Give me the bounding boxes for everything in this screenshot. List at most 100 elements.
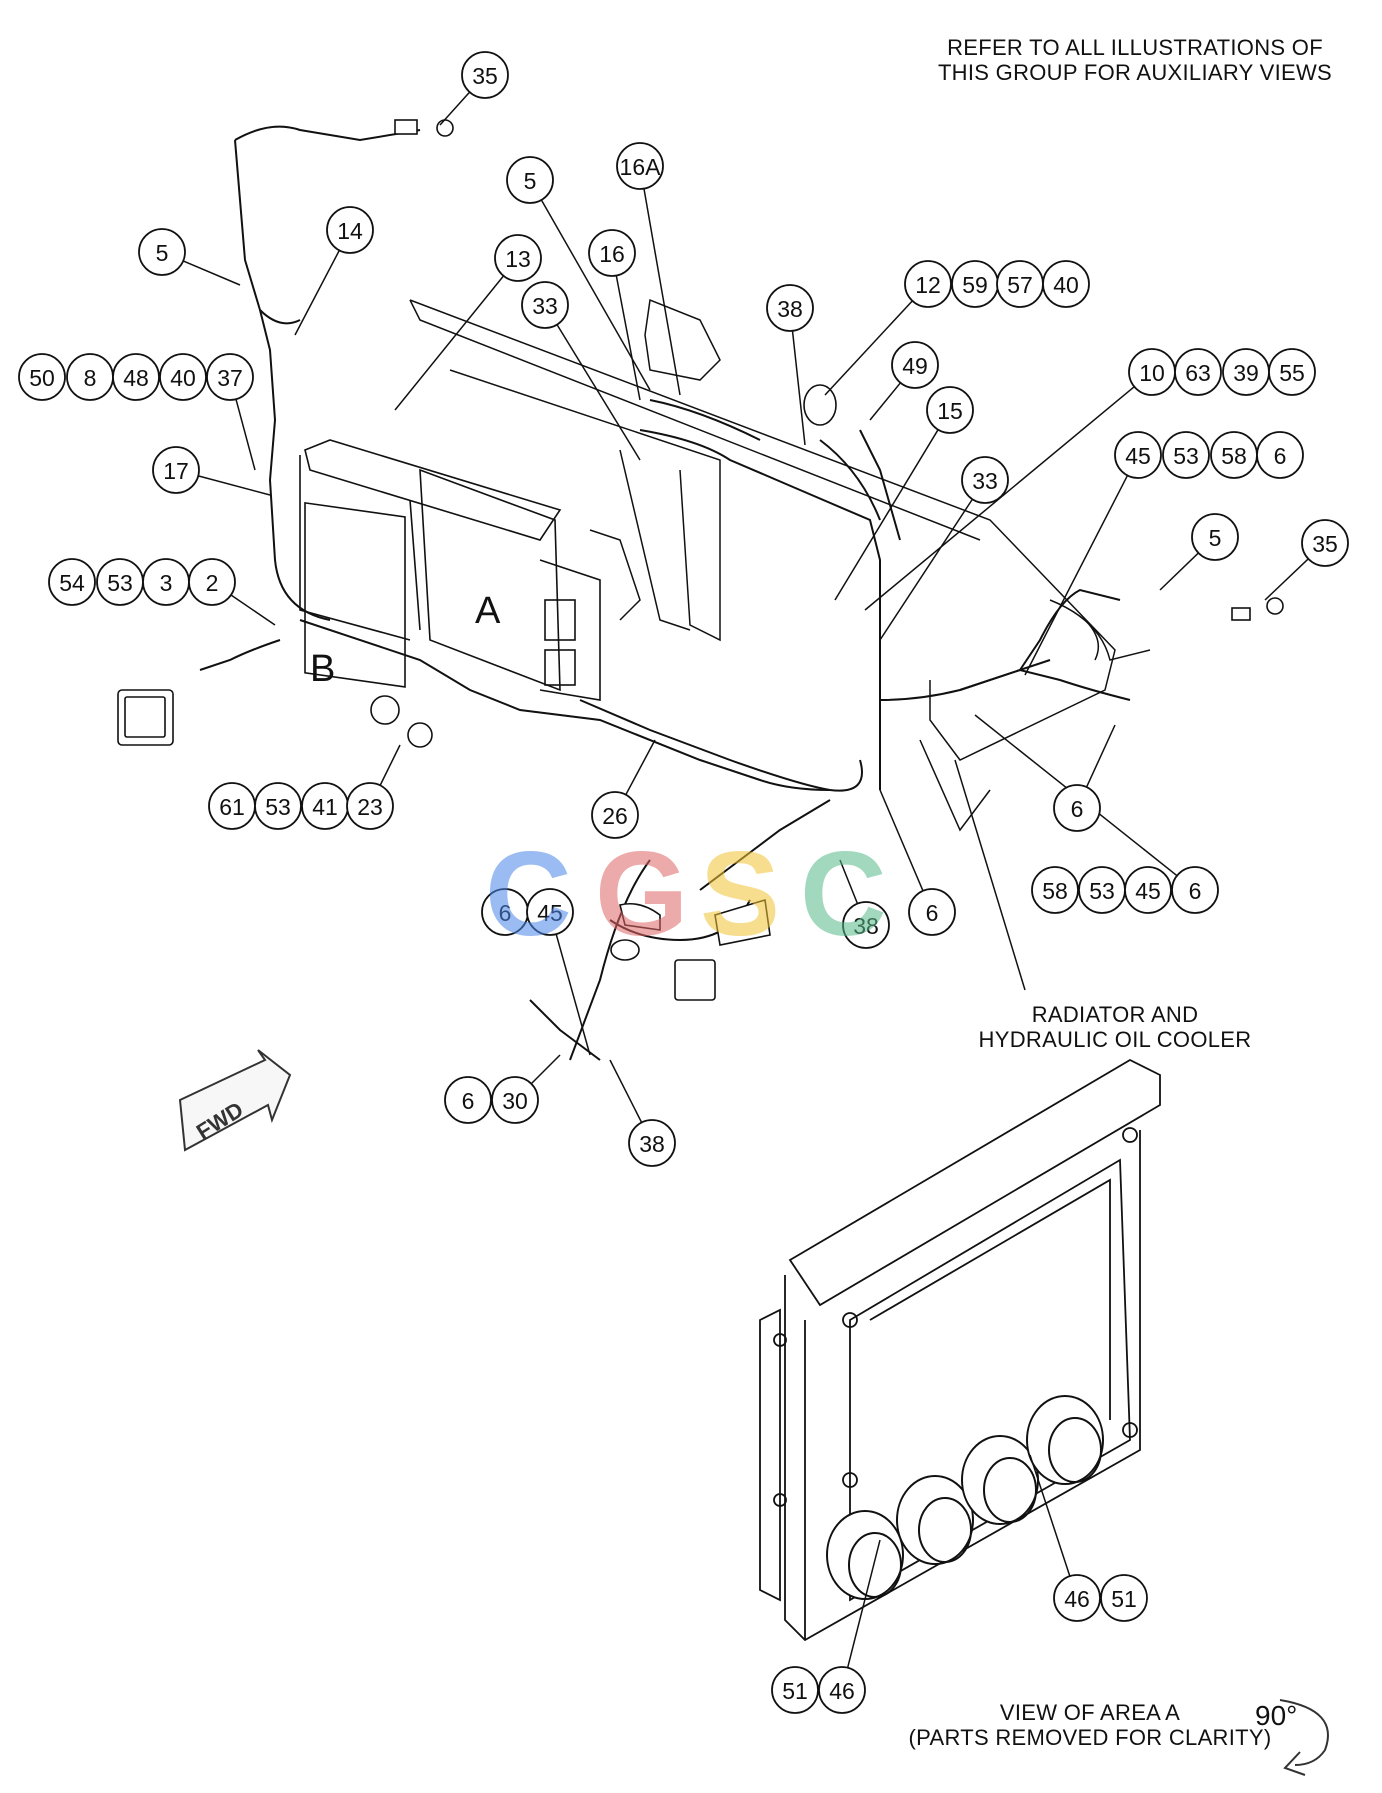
callout-c11: 59 bbox=[951, 260, 999, 308]
leader-line-c41 bbox=[625, 739, 656, 796]
callout-number-c30: 40 bbox=[170, 365, 196, 391]
view-area-note: VIEW OF AREA A (PARTS REMOVED FOR CLARIT… bbox=[870, 1700, 1310, 1750]
leader-line-c20 bbox=[1024, 475, 1129, 676]
callout-c42: 6 bbox=[1053, 784, 1101, 832]
callout-c35: 3 bbox=[142, 558, 190, 606]
callout-balloon-c30 bbox=[159, 353, 207, 401]
callout-c31: 37 bbox=[206, 353, 254, 401]
callout-c48: 38 bbox=[842, 901, 890, 949]
callout-balloon-c10 bbox=[904, 260, 952, 308]
callout-number-c38: 53 bbox=[265, 794, 291, 820]
callout-c25: 5 bbox=[1191, 513, 1239, 561]
callout-number-c54: 46 bbox=[1064, 1586, 1090, 1612]
leader-line-c03 bbox=[294, 250, 340, 336]
callout-c46: 6 bbox=[1171, 866, 1219, 914]
callout-number-c52: 30 bbox=[502, 1088, 528, 1114]
callout-c23: 6 bbox=[1256, 431, 1304, 479]
callout-number-c44: 53 bbox=[1089, 878, 1115, 904]
radiator-note: RADIATOR AND HYDRAULIC OIL COOLER bbox=[955, 1002, 1275, 1052]
callout-balloon-c27 bbox=[18, 353, 66, 401]
callout-c22: 58 bbox=[1210, 431, 1258, 479]
callout-number-c27: 50 bbox=[29, 365, 55, 391]
callout-c39: 41 bbox=[301, 782, 349, 830]
leader-line-c48 bbox=[839, 859, 859, 904]
area-label-a: A bbox=[475, 590, 501, 632]
callout-balloon-c36 bbox=[188, 558, 236, 606]
callout-number-c01: 35 bbox=[472, 63, 498, 89]
callout-c27: 50 bbox=[18, 353, 66, 401]
callout-c40: 23 bbox=[346, 782, 394, 830]
callout-c56: 51 bbox=[771, 1666, 819, 1714]
connectors bbox=[117, 119, 1284, 1001]
callout-balloon-c32 bbox=[152, 446, 200, 494]
callout-number-c28: 8 bbox=[84, 365, 97, 391]
callout-c10: 12 bbox=[904, 260, 952, 308]
callout-number-c37: 61 bbox=[219, 794, 245, 820]
callout-number-c48: 38 bbox=[853, 913, 879, 939]
watermark-letter-3: S bbox=[700, 827, 781, 961]
callout-balloon-c08 bbox=[521, 281, 569, 329]
watermark-letter-4: C bbox=[800, 827, 887, 961]
callout-c13: 40 bbox=[1042, 260, 1090, 308]
callout-c04: 13 bbox=[494, 234, 542, 282]
callout-number-c57: 46 bbox=[829, 1678, 855, 1704]
leader-line-c57 bbox=[846, 1539, 881, 1668]
callout-c05: 5 bbox=[506, 156, 554, 204]
radiator-leader-line bbox=[954, 759, 1026, 991]
radiator-note-line1: RADIATOR AND bbox=[1031, 1002, 1199, 1027]
callout-number-c22: 58 bbox=[1221, 443, 1247, 469]
callout-balloon-c01 bbox=[461, 51, 509, 99]
callout-balloon-c03 bbox=[326, 206, 374, 254]
callout-c20: 45 bbox=[1114, 431, 1162, 479]
callout-number-c11: 59 bbox=[962, 272, 988, 298]
callout-c06: 16A bbox=[616, 142, 664, 190]
callout-balloon-c14 bbox=[891, 341, 939, 389]
callout-number-c12: 57 bbox=[1007, 272, 1033, 298]
callout-balloon-c04 bbox=[494, 234, 542, 282]
radiator-frame bbox=[409, 298, 1151, 832]
callout-number-c39: 41 bbox=[312, 794, 338, 820]
callout-balloon-c02 bbox=[138, 228, 186, 276]
callout-c29: 48 bbox=[112, 353, 160, 401]
leader-line-c14 bbox=[869, 382, 902, 421]
callout-c32: 17 bbox=[152, 446, 200, 494]
callout-balloon-c29 bbox=[112, 353, 160, 401]
callout-balloon-c13 bbox=[1042, 260, 1090, 308]
callout-c07: 16 bbox=[588, 229, 636, 277]
leader-line-c07 bbox=[615, 275, 641, 401]
callout-c51: 6 bbox=[444, 1076, 492, 1124]
callout-c14: 49 bbox=[891, 341, 939, 389]
callout-number-c35: 3 bbox=[160, 570, 173, 596]
callout-balloon-c20 bbox=[1114, 431, 1162, 479]
leader-line-c47 bbox=[879, 789, 924, 892]
callout-number-c10: 12 bbox=[915, 272, 941, 298]
callout-balloon-c53 bbox=[628, 1119, 676, 1167]
leader-line-c25 bbox=[1159, 552, 1199, 591]
callout-c45: 45 bbox=[1124, 866, 1172, 914]
callout-number-c49: 6 bbox=[499, 900, 512, 926]
callout-c57: 46 bbox=[818, 1666, 866, 1714]
rotation-label: 90° bbox=[1255, 1700, 1298, 1731]
callout-number-c34: 53 bbox=[107, 570, 133, 596]
callout-balloon-c43 bbox=[1031, 866, 1079, 914]
callout-c50: 45 bbox=[526, 888, 574, 936]
callout-c54: 46 bbox=[1053, 1574, 1101, 1622]
callout-number-c20: 45 bbox=[1125, 443, 1151, 469]
callout-number-c09: 38 bbox=[777, 296, 803, 322]
callout-balloon-c38 bbox=[254, 782, 302, 830]
callout-c41: 26 bbox=[591, 791, 639, 839]
auxiliary-note-line2: THIS GROUP FOR AUXILIARY VIEWS bbox=[937, 60, 1333, 85]
callout-c01: 35 bbox=[461, 51, 509, 99]
radiator-note-line2: HYDRAULIC OIL COOLER bbox=[978, 1027, 1252, 1052]
callout-c21: 53 bbox=[1162, 431, 1210, 479]
view-note-line2: (PARTS REMOVED FOR CLARITY) bbox=[908, 1725, 1272, 1750]
callout-balloon-c26 bbox=[1301, 519, 1349, 567]
auxiliary-views-note: REFER TO ALL ILLUSTRATIONS OF THIS GROUP… bbox=[895, 35, 1375, 85]
callout-c30: 40 bbox=[159, 353, 207, 401]
callout-number-c24: 33 bbox=[972, 468, 998, 494]
leader-line-c08 bbox=[556, 324, 641, 461]
callout-balloon-c33 bbox=[48, 558, 96, 606]
callout-balloon-c48 bbox=[842, 901, 890, 949]
leader-line-c02 bbox=[182, 260, 241, 286]
